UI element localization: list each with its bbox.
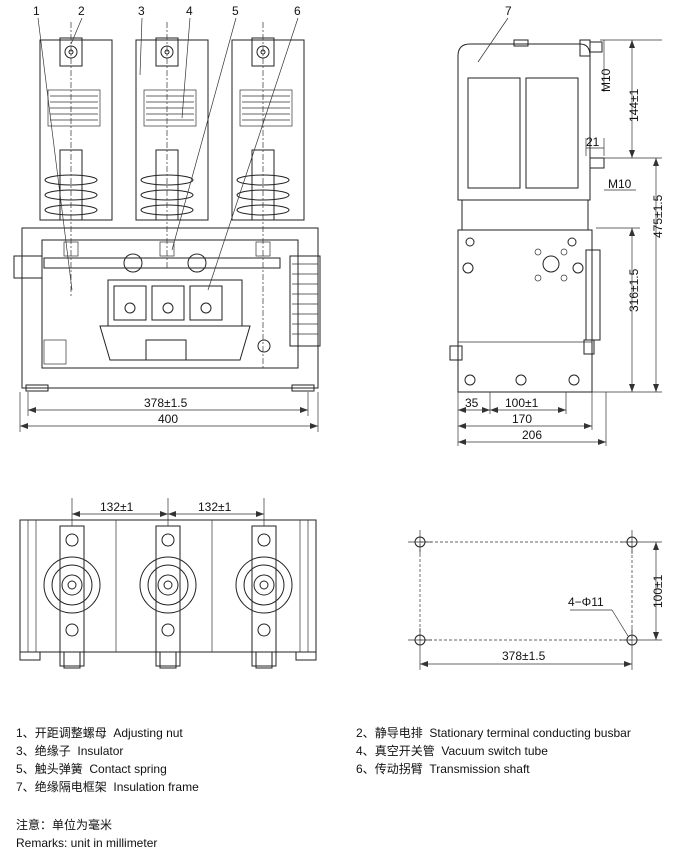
legend-item-7: 7、绝缘隔电框架 Insulation frame [16,780,199,794]
legend-cn: 真空开关管 [374,744,435,758]
dim-132-right: 132±1 [198,500,232,514]
dim-21: 21 [586,135,600,149]
dim-170: 170 [512,412,532,426]
legend-item-2: 2、静导电排 Stationary terminal conducting bu… [356,726,631,740]
callout-1: 1 [33,4,40,18]
legend-en: Stationary terminal conducting busbar [429,726,631,740]
mounting-hole-view [408,530,662,670]
front-view: 1 2 3 4 5 6 378±1.5 400 [13,4,321,432]
dim-100-side: 100±1 [505,396,539,410]
legend-en: Transmission shaft [429,762,530,776]
legend-item-5: 5、触头弹簧 Contact spring [16,762,167,776]
callout-4: 4 [186,4,193,18]
legend-en: Vacuum switch tube [441,744,548,758]
legend-num: 1、 [16,726,35,740]
dim-400: 400 [158,412,178,426]
legend-en: Adjusting nut [113,726,183,740]
dim-132-left: 132±1 [100,500,134,514]
callout-6: 6 [294,4,301,18]
legend-en: Contact spring [89,762,167,776]
legend-item-4: 4、真空开关管 Vacuum switch tube [356,744,548,758]
callout-7: 7 [505,4,512,18]
dim-206: 206 [522,428,542,442]
legend-cn: 开距调整螺母 [34,726,107,740]
legend-cn: 静导电排 [374,726,423,740]
legend-item-1: 1、开距调整螺母 Adjusting nut [16,726,183,740]
legend-cn: 绝缘隔电框架 [34,780,107,794]
dim-m10-bottom: M10 [608,177,632,191]
pole-housing-right [231,37,305,221]
legend-cn: 触头弹簧 [34,762,83,776]
legend-item-3: 3、绝缘子 Insulator [16,744,123,758]
dim-475: 475±1.5 [651,194,665,238]
dim-100-mount: 100±1 [651,574,665,608]
side-bottom-dimension-lines [457,392,607,446]
pole-housing-left [39,37,113,221]
legend-num: 2、 [356,726,375,740]
top-dimension-lines [71,498,265,526]
legend-item-6: 6、传动拐臂 Transmission shaft [356,762,530,776]
legend-num: 6、 [356,762,375,776]
pole-housing-middle [135,37,209,221]
callout-5: 5 [232,4,239,18]
legend-cn: 绝缘子 [34,744,71,758]
dim-378-front: 378±1.5 [144,396,188,410]
legend-en: Insulator [77,744,124,758]
callout-2: 2 [78,4,85,18]
insulators [44,149,290,221]
dim-m10-top: M10 [599,68,613,92]
legend-num: 5、 [16,762,35,776]
dim-378-mount: 378±1.5 [502,649,546,663]
side-dimension-lines [585,39,662,393]
legend-en: Insulation frame [113,780,199,794]
dim-144: 144±1 [627,88,641,122]
legend-num: 3、 [16,744,35,758]
callout-leaders [37,17,299,291]
dim-4-phi-11: 4−Φ11 [568,595,604,609]
remarks-en: Remarks: unit in millimeter [16,836,158,850]
front-centerlines [70,22,264,370]
top-view: 132±1 132±1 [19,498,317,669]
legend-num: 7、 [16,780,35,794]
dim-35: 35 [465,396,479,410]
remarks-cn: 注意：单位为毫米 [16,818,113,832]
side-view: 7 M10 144±1 21 M10 475±1.5 316±1.5 [449,4,665,446]
legend-num: 4、 [356,744,375,758]
legend-cn: 传动拐臂 [374,762,423,776]
front-dimension-lines [19,392,319,432]
dim-316: 316±1.5 [627,268,641,312]
callout-3: 3 [138,4,145,18]
